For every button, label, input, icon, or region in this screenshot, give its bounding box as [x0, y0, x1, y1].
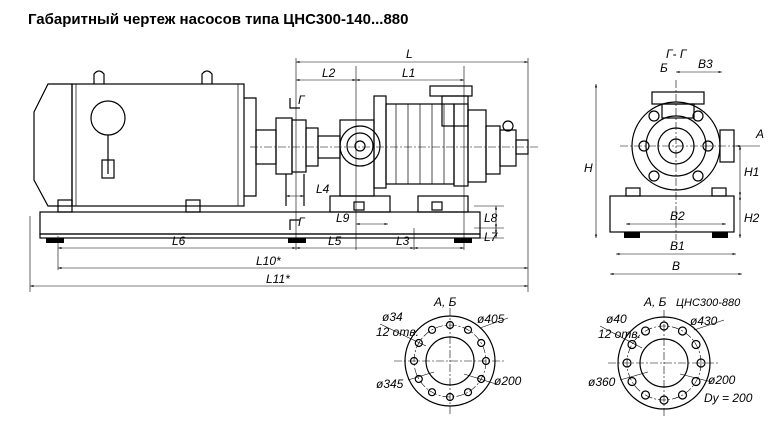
- flange-left-outer-dia: ø405: [477, 312, 505, 326]
- flange-left-caption: А, Б: [433, 295, 457, 309]
- flange-left-bore-dia: ø200: [494, 374, 522, 388]
- flange-right: А, Б ЦНС300-880 ø40 12 отв. ø430 ø360 ø2…: [588, 295, 753, 416]
- flange-right-hole-dia: ø40: [606, 312, 627, 326]
- bolt-holes: [622, 321, 706, 405]
- dim-L9: L9: [336, 211, 350, 225]
- side-view: L L2 L1 L4 L9 L8 L7 L6 L5 L3 L10* L11* Г…: [29, 47, 540, 292]
- base-frame: [39, 195, 481, 243]
- dim-L3: L3: [396, 234, 410, 248]
- end-view-a-label: А: [755, 127, 764, 141]
- flange-right-holes: 12 отв.: [598, 327, 641, 341]
- flange-right-outer-dia: ø430: [690, 314, 718, 328]
- dim-L: L: [406, 47, 413, 61]
- dim-L2: L2: [322, 66, 336, 80]
- dim-L8: L8: [484, 211, 498, 225]
- dim-H2: Н2: [744, 211, 760, 225]
- section-mark-top: Г: [298, 93, 306, 107]
- flange-right-caption: А, Б: [643, 295, 667, 309]
- extension-lines: [29, 58, 529, 292]
- gauge-icon: [90, 100, 126, 136]
- drawing-title: Габаритный чертеж насосов типа ЦНС300-14…: [28, 11, 409, 28]
- dim-L6: L6: [172, 234, 186, 248]
- end-view: Г- Г Б Н Н1 Н2 В3 В2 В1: [584, 47, 764, 276]
- dim-L10: L10*: [256, 254, 281, 268]
- flange-left-holes: 12 отв.: [376, 325, 419, 339]
- flange-left: А, Б ø34 12 отв. ø405 ø345 ø200: [376, 295, 522, 414]
- flange-right-bore-dia: ø200: [708, 373, 736, 387]
- dim-L5: L5: [328, 234, 342, 248]
- dim-B: В: [672, 259, 680, 273]
- end-view-b-label: Б: [660, 61, 668, 75]
- flange-left-hole-dia: ø34: [382, 310, 403, 324]
- bolt-holes: [409, 320, 491, 402]
- section-mark-bottom: Г: [298, 215, 306, 229]
- dim-L4: L4: [316, 182, 330, 196]
- dim-B1: В1: [670, 239, 685, 253]
- dim-L11: L11*: [266, 272, 290, 286]
- pump-body: [250, 85, 540, 197]
- dim-L1: L1: [402, 66, 415, 80]
- flange-right-model: ЦНС300-880: [676, 297, 741, 309]
- flange-left-bolt-circle: ø345: [376, 377, 404, 391]
- flange-right-bolt-circle: ø360: [588, 375, 616, 389]
- dim-L7: L7: [484, 230, 499, 244]
- flange-right-dn: Dy = 200: [704, 391, 753, 405]
- dim-B3: В3: [698, 57, 713, 71]
- dim-H: Н: [584, 161, 593, 175]
- end-view-section-label: Г- Г: [666, 47, 688, 61]
- motor: [33, 70, 257, 213]
- dim-H1: Н1: [744, 165, 759, 179]
- dim-B2: В2: [670, 209, 685, 223]
